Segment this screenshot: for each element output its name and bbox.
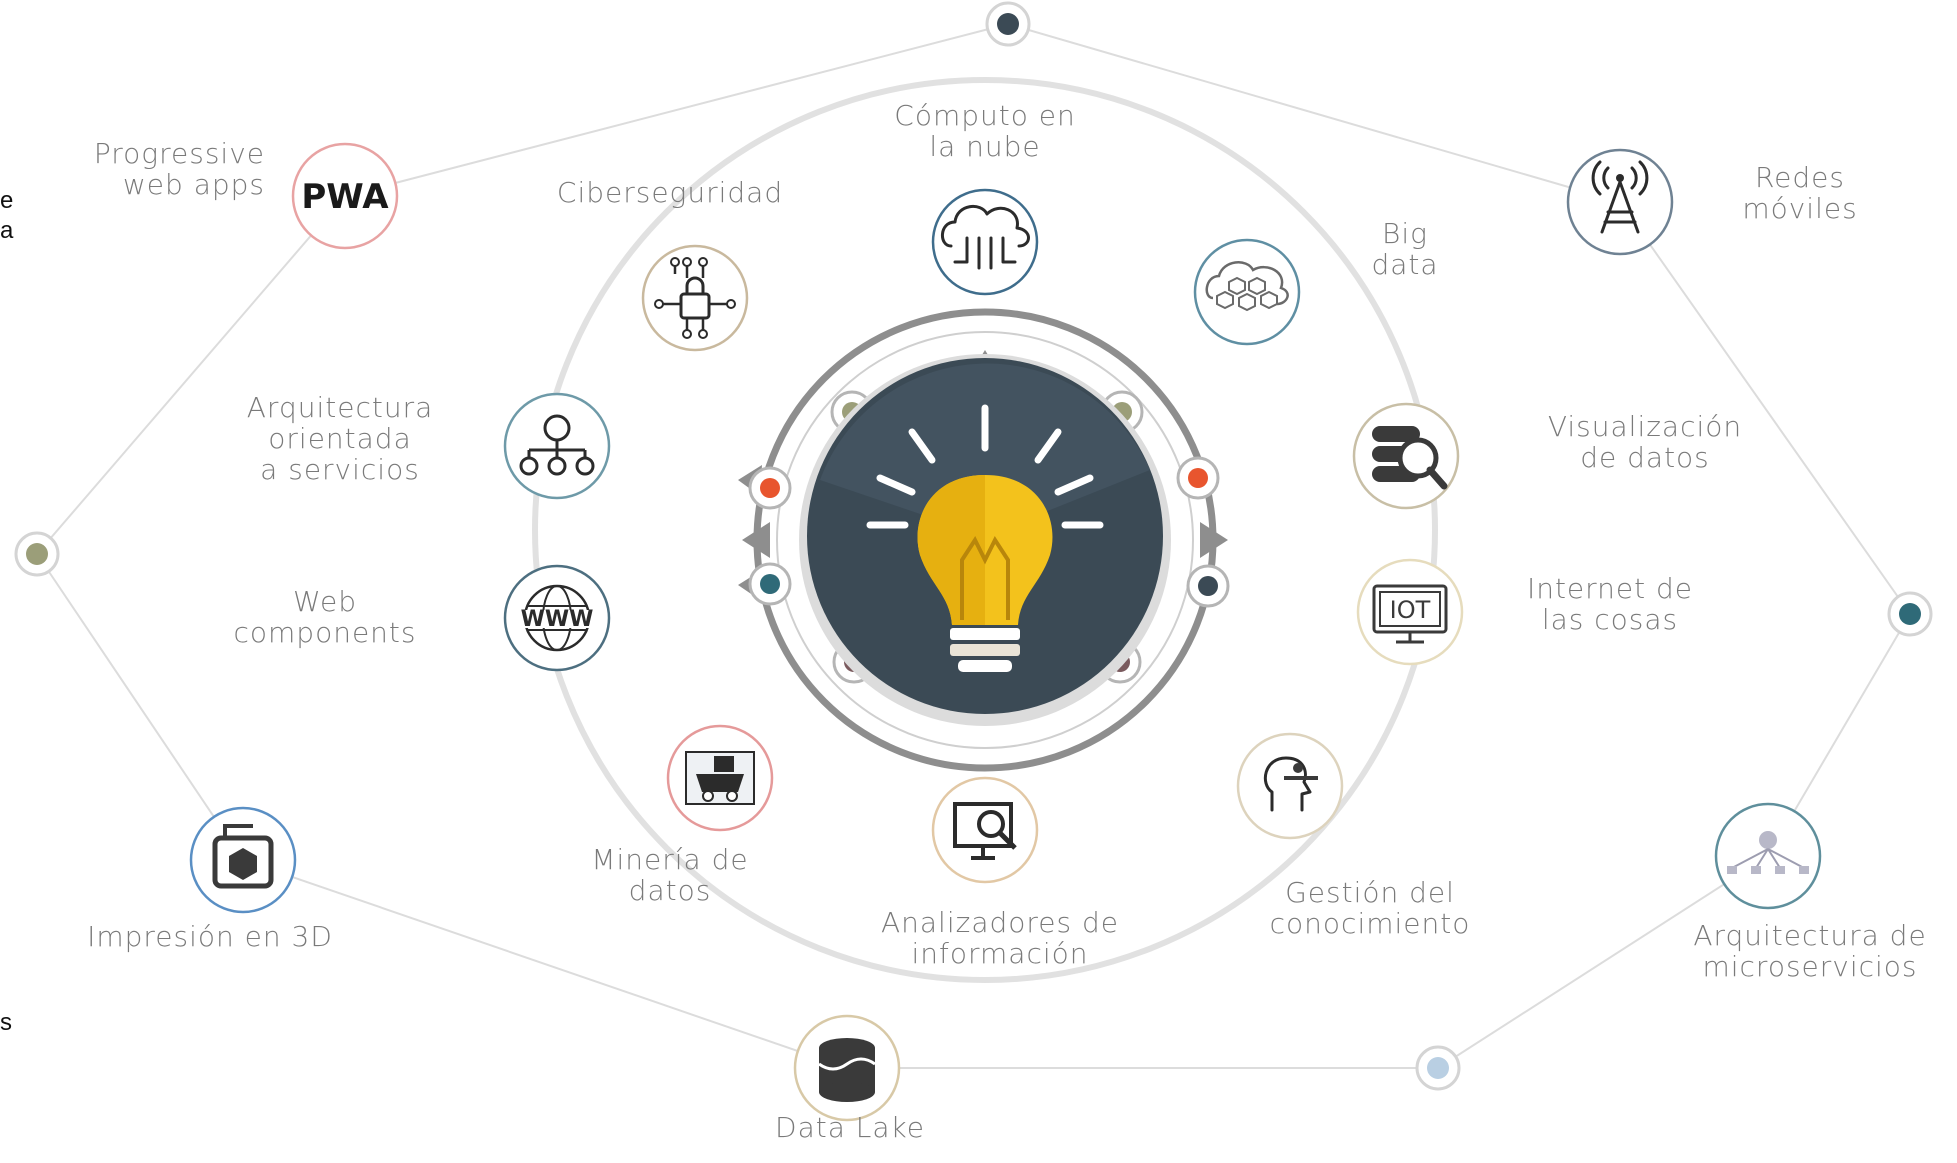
- outer-dot-top: [985, 1, 1031, 47]
- outer-dot-right: [1887, 591, 1933, 637]
- analyzer-icon: [953, 802, 1017, 860]
- cyber-lock-icon: [654, 257, 736, 339]
- label-pwa: Progressive web apps: [93, 137, 265, 201]
- label-redes: Redes móviles: [1742, 161, 1858, 225]
- label-ciber: Ciberseguridad: [556, 176, 784, 209]
- label-microservicios: Arquitectura de microservicios: [1693, 919, 1927, 983]
- lightbulb-icon: [866, 404, 1104, 672]
- node-redes: [1566, 148, 1674, 256]
- gear-dot: [748, 562, 792, 606]
- node-mineria: [666, 724, 774, 832]
- label-bigdata: Big data: [1371, 217, 1439, 281]
- outer-ring-path: [35, 23, 1912, 1069]
- node-web: WWW: [503, 564, 611, 672]
- label-soa: Arquitectura orientada a servicios: [246, 391, 434, 486]
- network-icon: [1727, 831, 1809, 874]
- label-visualizacion: Visualización de datos: [1547, 410, 1743, 474]
- node-microservicios: [1714, 802, 1822, 910]
- gear-arrow-left: [742, 522, 770, 558]
- gear-dot: [1186, 564, 1230, 608]
- data-search-icon: [1372, 426, 1448, 490]
- edge-text-right-top: e a: [0, 187, 14, 244]
- gear-dot: [1176, 456, 1220, 500]
- svg-text:WWW: WWW: [521, 607, 594, 632]
- node-circles: PWA IOT WWW: [189, 142, 1822, 1122]
- outer-dot-left: [14, 531, 60, 577]
- node-datalake: [793, 1014, 901, 1122]
- label-web: Web components: [233, 585, 417, 649]
- label-nube: Cómputo en la nube: [894, 99, 1076, 163]
- www-icon: WWW: [517, 584, 597, 652]
- node-iot: IOT: [1356, 558, 1464, 666]
- node-nube: [931, 188, 1039, 296]
- cloud-icon: [941, 205, 1030, 270]
- outer-dot-bottom-right: [1415, 1045, 1461, 1091]
- inner-ring: [532, 77, 1438, 983]
- antenna-icon: [1591, 160, 1649, 234]
- node-pwa: PWA: [291, 142, 399, 250]
- database-icon: [818, 1038, 876, 1102]
- label-impresion: Impresión en 3D: [87, 920, 333, 953]
- outer-ring-lines: [35, 23, 1912, 1069]
- gear-dot: [748, 466, 792, 510]
- knowledge-icon: [1263, 756, 1318, 812]
- iot-icon: IOT: [1372, 584, 1448, 644]
- label-mineria: Minería de datos: [591, 843, 749, 907]
- soa-icon: [519, 414, 595, 476]
- label-datalake: Data Lake: [775, 1111, 925, 1144]
- label-iot: Internet de las cosas: [1526, 572, 1694, 636]
- node-visualizacion: [1352, 402, 1460, 510]
- node-ciber: [641, 244, 749, 352]
- node-analizadores: [931, 776, 1039, 884]
- node-soa: [503, 392, 611, 500]
- gear-arrow-right: [1200, 522, 1228, 558]
- mining-icon: [685, 751, 755, 805]
- 3d-print-icon: [212, 824, 274, 889]
- edge-text-right-bottom: s: [0, 1009, 12, 1036]
- label-gestion: Gestión del conocimiento: [1269, 876, 1471, 940]
- pwa-logo: PWA: [301, 177, 389, 217]
- svg-text:PWA: PWA: [301, 177, 389, 217]
- big-data-icon: [1205, 261, 1289, 312]
- label-analizadores: Analizadores de información: [881, 906, 1119, 970]
- node-impresion: [189, 806, 297, 914]
- node-gestion: [1236, 732, 1344, 840]
- node-bigdata: [1193, 238, 1301, 346]
- svg-text:IOT: IOT: [1390, 596, 1431, 624]
